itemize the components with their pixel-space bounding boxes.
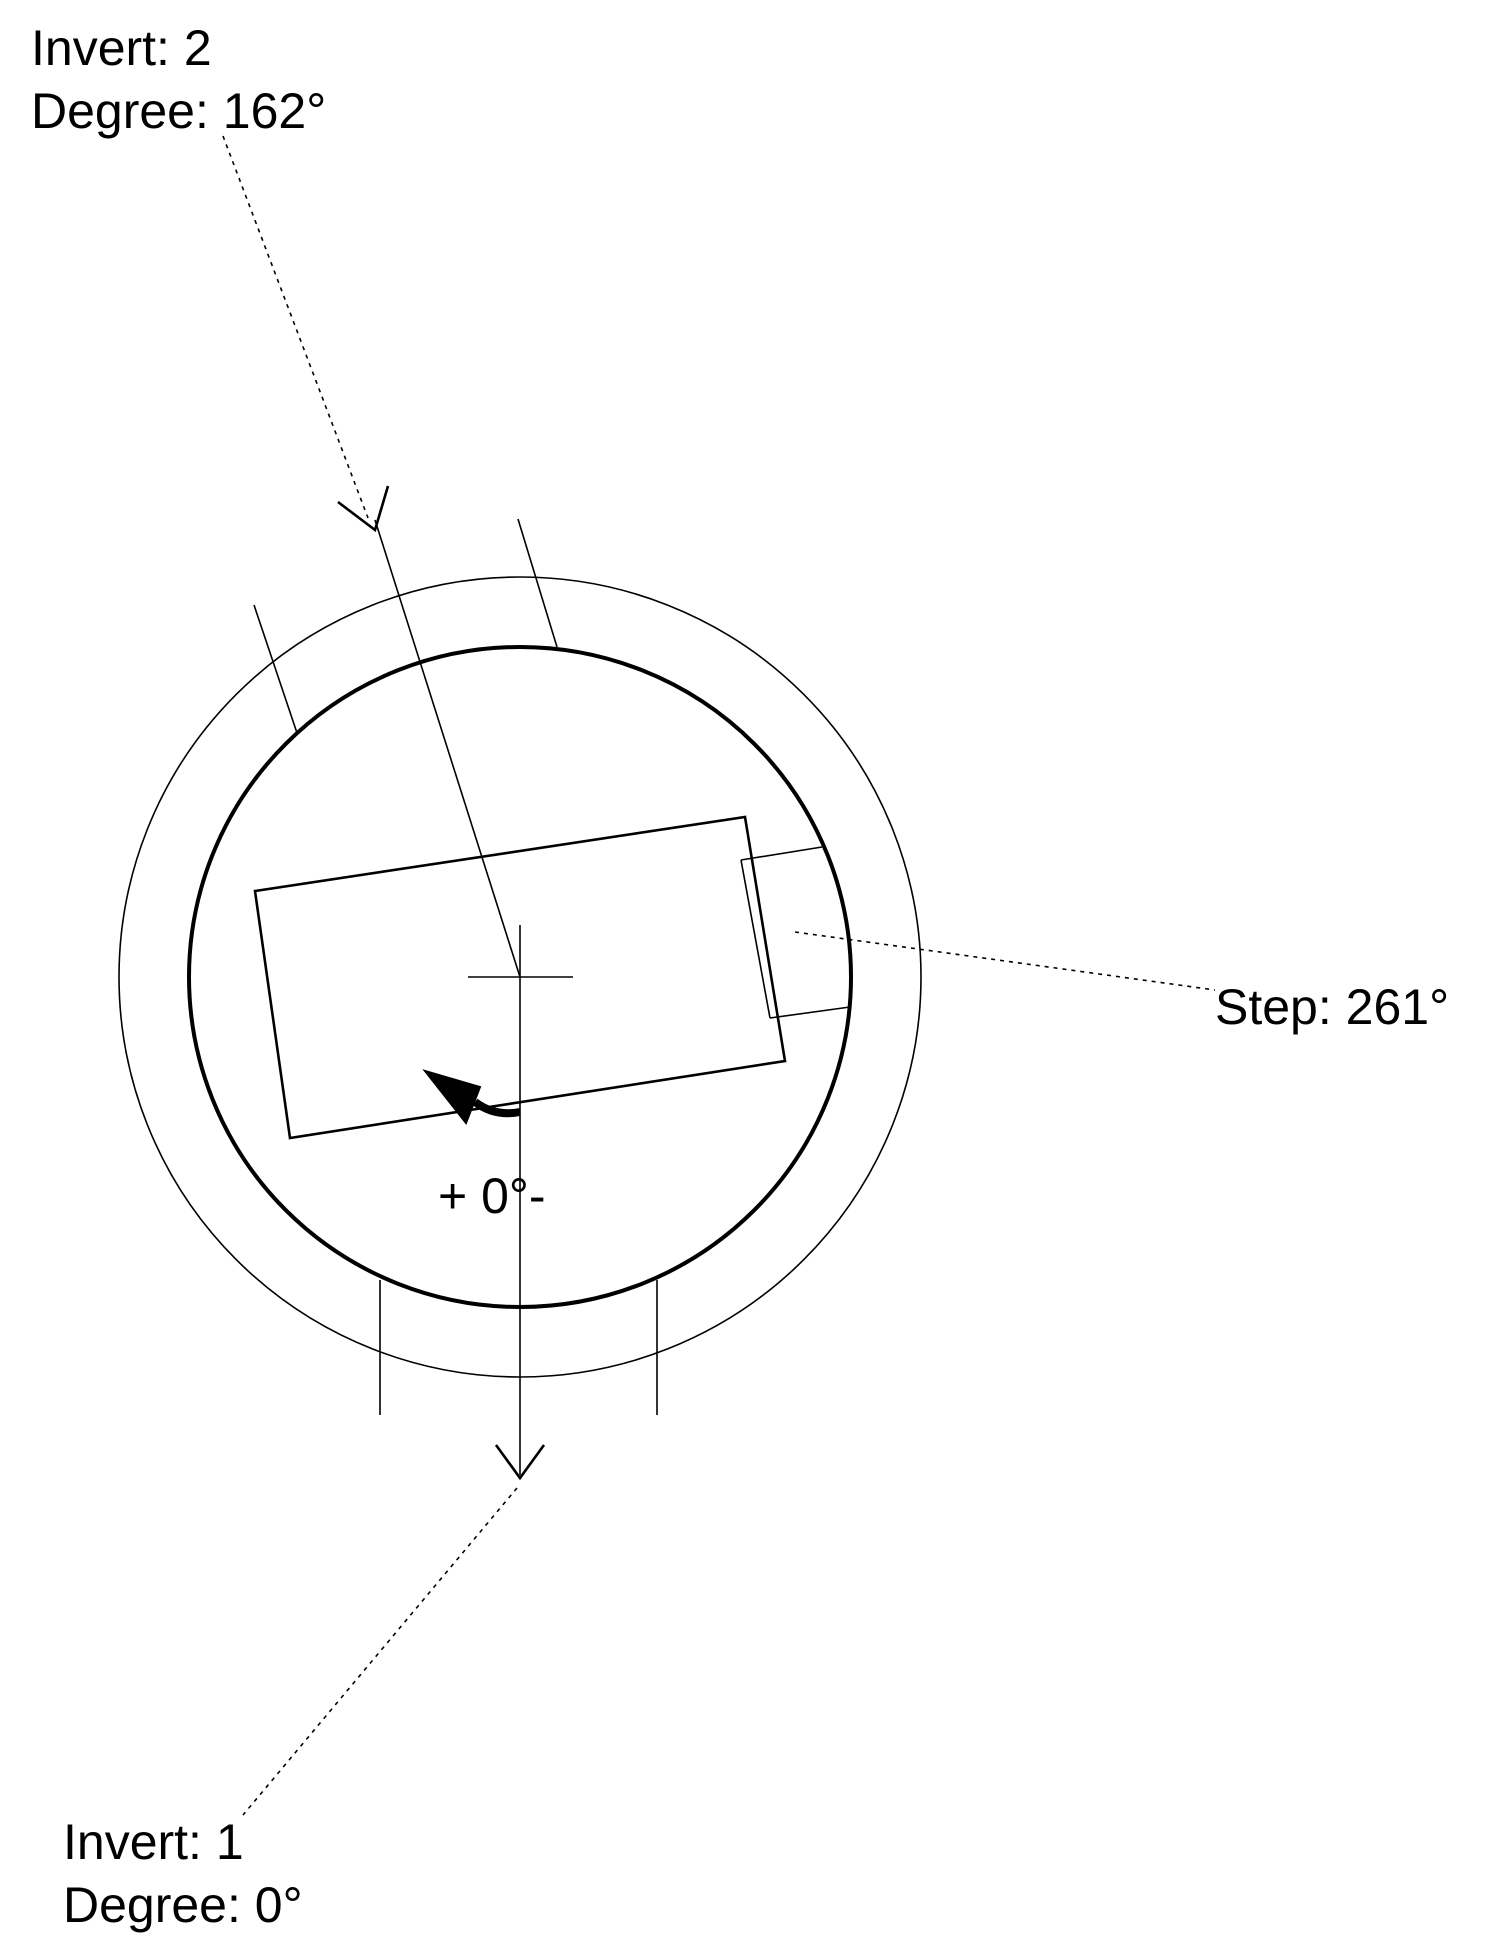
pipe-wall-top-right [517, 518, 558, 648]
pipe-wall-top-left [253, 604, 298, 734]
step-marker-top [740, 846, 823, 861]
inlet-flow-line [374, 519, 521, 978]
degree-top-label: Degree: 162° [31, 83, 326, 139]
step-label: Step: 261° [1215, 979, 1449, 1035]
step-marker-inner [740, 859, 771, 1019]
outlet-arrow-icon [494, 1444, 546, 1481]
leader-top [222, 135, 369, 519]
invert-top-label: Invert: 2 [31, 20, 212, 76]
step-marker-bottom [769, 1006, 851, 1019]
rotation-label: + 0°- [438, 1168, 546, 1224]
inlet-arrow-icon [337, 485, 390, 533]
leader-step [794, 931, 1216, 991]
rotation-arrow-icon [422, 1069, 482, 1125]
leader-bottom [242, 1487, 518, 1816]
chamber-rectangle [253, 815, 787, 1140]
degree-bottom-label: Degree: 0° [63, 1877, 303, 1933]
invert-bottom-label: Invert: 1 [63, 1814, 244, 1870]
rotation-arc [472, 1098, 521, 1118]
